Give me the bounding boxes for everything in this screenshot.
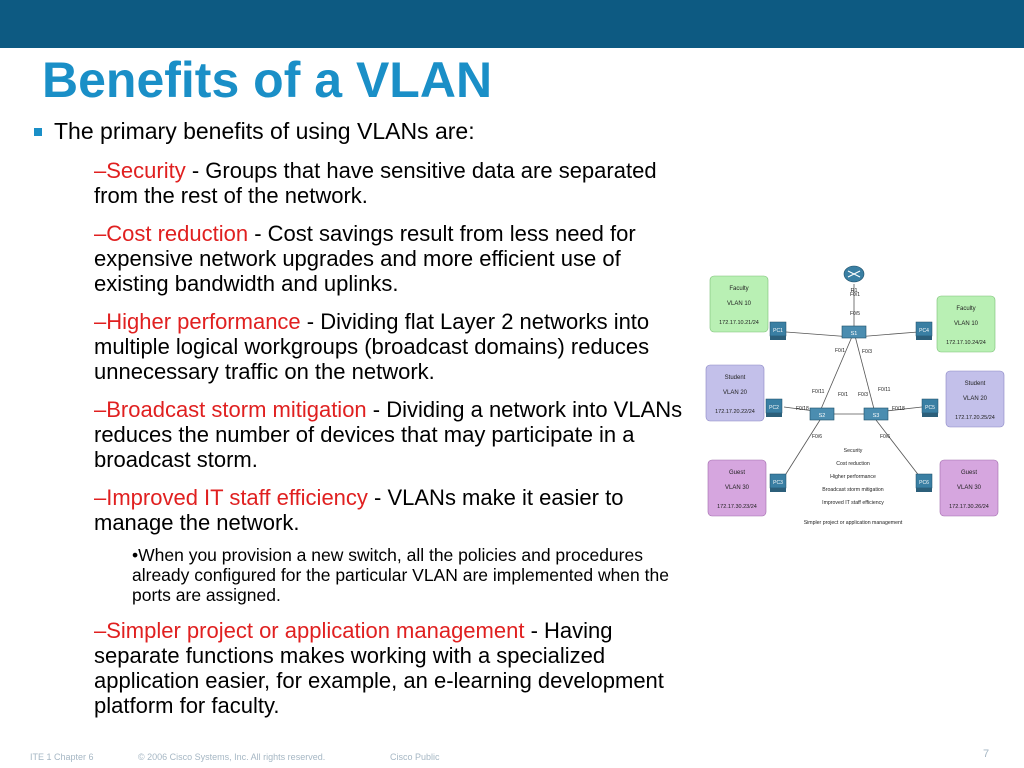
vlan-id: VLAN 30 — [957, 485, 982, 491]
benefit-desc: - Having separate functions makes workin… — [94, 618, 664, 718]
page-number: 7 — [983, 748, 990, 760]
pc1: PC1 — [769, 321, 787, 340]
benefit-term: –Simpler project or application manageme… — [94, 618, 525, 643]
pc2: PC2 — [765, 398, 783, 417]
top-bar — [0, 0, 1024, 48]
diagram-benefit: Improved IT staff efficiency — [822, 500, 884, 506]
port-label: F0/1 — [835, 348, 845, 354]
sub-note: •When you provision a new switch, all th… — [132, 545, 669, 605]
port-label: F0/1 — [838, 392, 848, 398]
device-label: S2 — [819, 413, 826, 419]
router-r1: R1 — [843, 265, 865, 294]
device-label: PC1 — [773, 328, 783, 334]
vlan-box-faculty-right: Faculty VLAN 10 172.17.10.24/24 — [936, 295, 996, 353]
vlan-name: Faculty — [956, 306, 975, 312]
benefit-item: –Security - Groups that have sensitive d… — [94, 158, 698, 208]
vlan-name: Faculty — [729, 286, 748, 292]
port-label: F0/11 — [878, 387, 891, 393]
diagram-benefit: Higher performance — [830, 474, 876, 480]
diagram-benefit-list: Security Cost reduction Higher performan… — [804, 448, 903, 526]
vlan-ip: 172.17.10.24/24 — [946, 340, 986, 346]
device-label: PC3 — [773, 480, 783, 486]
diagram-benefit: Broadcast storm mitigation — [822, 487, 884, 493]
vlan-id: VLAN 10 — [954, 321, 979, 327]
square-bullet-icon — [34, 128, 42, 136]
benefit-item: –Simpler project or application manageme… — [94, 618, 698, 718]
vlan-ip: 172.17.20.22/24 — [715, 409, 755, 415]
vlan-id: VLAN 20 — [963, 396, 988, 402]
port-label: F0/18 — [892, 406, 905, 412]
vlan-ip: 172.17.20.25/24 — [955, 415, 995, 421]
slide-title: Benefits of a VLAN — [42, 52, 493, 108]
footer: ITE 1 Chapter 6 © 2006 Cisco Systems, In… — [0, 748, 1024, 766]
pc6: PC6 — [915, 473, 933, 492]
device-label: S3 — [873, 413, 880, 419]
benefit-desc: - VLANs make it easier to manage the net… — [94, 485, 624, 535]
benefit-item: –Cost reduction - Cost savings result fr… — [94, 221, 698, 296]
vlan-box-faculty-left: Faculty VLAN 10 172.17.10.21/24 — [709, 275, 769, 333]
device-label: S1 — [851, 331, 858, 337]
vlan-topology-diagram: R1 F0/1 F0/5 S1 F0/1 F0/3 S2 S3 F0/11 F0… — [704, 262, 1006, 534]
vlan-box-guest-right: Guest VLAN 30 172.17.30.26/24 — [939, 459, 999, 517]
slide-content: The primary benefits of using VLANs are:… — [30, 118, 700, 718]
device-label: PC4 — [919, 328, 929, 334]
benefit-term: –Security — [94, 158, 186, 183]
vlan-box-student-right: Student VLAN 20 172.17.20.25/24 — [945, 370, 1005, 428]
pc4: PC4 — [915, 321, 933, 340]
benefit-desc: - Dividing a network into VLANs reduces … — [94, 397, 683, 472]
vlan-ip: 172.17.30.23/24 — [717, 504, 757, 510]
benefit-item: –Higher performance - Dividing flat Laye… — [94, 309, 698, 384]
benefit-desc: - Groups that have sensitive data are se… — [94, 158, 657, 208]
device-label: PC6 — [919, 480, 929, 486]
diagram-benefit: Simpler project or application managemen… — [804, 520, 903, 526]
port-label: F0/6 — [880, 434, 890, 440]
device-label: PC5 — [925, 405, 935, 411]
benefit-item: –Broadcast storm mitigation - Dividing a… — [94, 397, 698, 472]
benefit-desc: - Dividing flat Layer 2 networks into mu… — [94, 309, 650, 384]
port-label: F0/18 — [796, 406, 809, 412]
device-label: PC2 — [769, 405, 779, 411]
port-label: F0/11 — [812, 389, 825, 395]
vlan-name: Guest — [729, 470, 745, 476]
port-label: F0/6 — [812, 434, 822, 440]
pc5: PC5 — [921, 398, 939, 417]
benefit-term: –Improved IT staff efficiency — [94, 485, 368, 510]
benefit-term: –Higher performance — [94, 309, 301, 334]
vlan-name: Student — [725, 375, 746, 381]
switch-s3: S3 — [863, 407, 889, 421]
intro-text: The primary benefits of using VLANs are: — [54, 118, 475, 144]
vlan-name: Student — [965, 381, 986, 387]
vlan-ip: 172.17.10.21/24 — [719, 320, 759, 326]
vlan-name: Guest — [961, 470, 977, 476]
footer-classification: Cisco Public — [390, 752, 440, 762]
vlan-ip: 172.17.30.26/24 — [949, 504, 989, 510]
port-label: F0/3 — [862, 349, 872, 355]
device-label: R1 — [850, 288, 857, 294]
vlan-id: VLAN 10 — [727, 301, 752, 307]
footer-copyright: © 2006 Cisco Systems, Inc. All rights re… — [138, 752, 326, 762]
vlan-id: VLAN 20 — [723, 390, 748, 396]
diagram-benefit: Cost reduction — [836, 461, 870, 467]
intro-bullet: The primary benefits of using VLANs are: — [30, 118, 700, 145]
vlan-box-guest-left: Guest VLAN 30 172.17.30.23/24 — [707, 459, 767, 517]
network-links — [783, 284, 923, 478]
benefit-item: –Improved IT staff efficiency - VLANs ma… — [94, 485, 698, 535]
footer-chapter: ITE 1 Chapter 6 — [30, 752, 94, 762]
benefit-desc: - Cost savings result from less need for… — [94, 221, 636, 296]
switch-s1: S1 — [841, 325, 867, 339]
vlan-id: VLAN 30 — [725, 485, 750, 491]
port-label: F0/5 — [850, 311, 860, 317]
benefit-term: –Cost reduction — [94, 221, 249, 246]
port-label: F0/1 — [850, 292, 860, 298]
port-label: F0/3 — [858, 392, 868, 398]
benefit-term: –Broadcast storm mitigation — [94, 397, 367, 422]
pc3: PC3 — [769, 473, 787, 492]
diagram-benefit: Security — [844, 448, 863, 454]
vlan-box-student-left: Student VLAN 20 172.17.20.22/24 — [705, 364, 765, 422]
switch-s2: S2 — [809, 407, 835, 421]
